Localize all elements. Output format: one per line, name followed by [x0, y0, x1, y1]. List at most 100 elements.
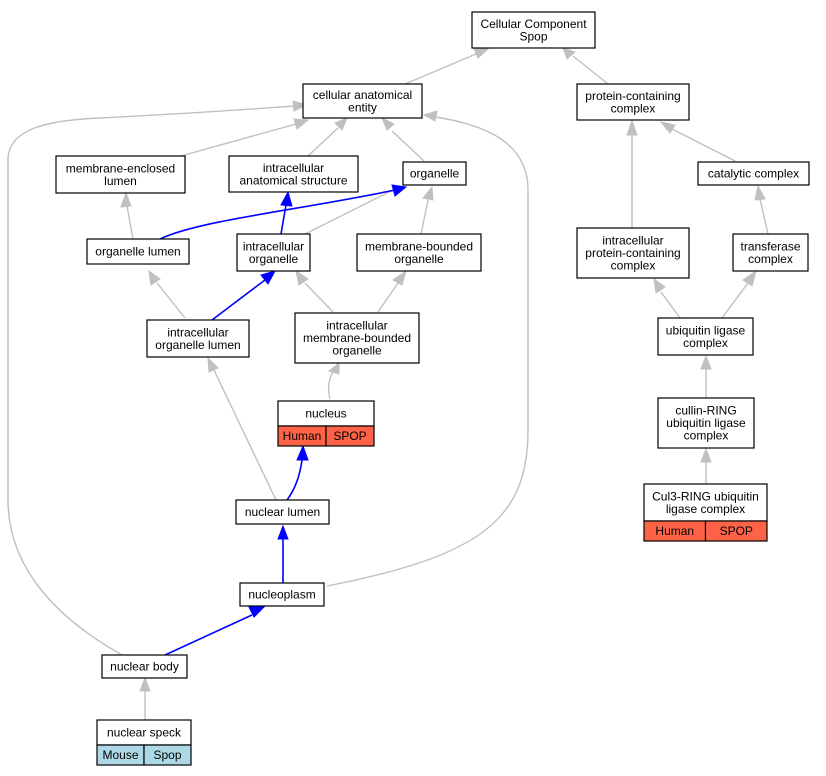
node-box	[356, 233, 482, 272]
edge-pcc-root	[572, 55, 609, 85]
arrow-cae-in-3	[381, 116, 395, 131]
edge-mel-cae	[180, 123, 297, 157]
edge-ubq-ipcc	[660, 291, 681, 319]
node-box	[235, 499, 330, 525]
node-label-line: complex	[611, 101, 656, 115]
edge-ubq-trans	[721, 282, 749, 319]
edge-iol-iorg	[211, 279, 266, 321]
node-label-line: complex	[748, 252, 793, 266]
edge-ias-cae	[307, 127, 339, 157]
node-label-line: intracellular	[602, 234, 663, 248]
node-box	[576, 227, 690, 279]
node-nucleoplasm[interactable]: nucleoplasm	[239, 582, 325, 607]
node-box	[471, 11, 596, 49]
node-label-line: Cellular Component	[480, 17, 587, 31]
arrow-pcc-in-2	[659, 121, 676, 134]
arrow-cae-in-1	[293, 118, 310, 130]
node-label-line: membrane-enclosed	[66, 161, 175, 175]
node-nuclear-lumen[interactable]: nuclear lumen	[235, 499, 330, 525]
arrow-org-in-blue	[391, 184, 408, 197]
node-box	[402, 161, 467, 186]
node-label-line: nuclear lumen	[245, 505, 320, 519]
edge-nb-cae	[7, 105, 295, 656]
node-label-line: intracellular	[243, 239, 304, 253]
edges	[7, 47, 769, 720]
node-box	[86, 238, 190, 265]
node-label-line: organelle	[332, 344, 382, 358]
organism-badge: Human	[277, 425, 327, 447]
arrow-ipcc-in	[653, 277, 666, 294]
edge-trans-cat	[759, 198, 769, 235]
node-label-line: cellular anatomical	[313, 88, 412, 102]
node-label-line: cullin-RING	[675, 404, 736, 418]
badge-label: Mouse	[102, 748, 138, 762]
arrow-nl-in-blue	[277, 524, 289, 540]
arrow-root-in-1	[473, 47, 491, 59]
node-label-line: organelle	[249, 252, 299, 266]
node-label-line: intracellular	[263, 161, 324, 175]
edge-orgl-org	[159, 189, 396, 240]
badge-box	[143, 744, 192, 766]
node-label-line: intracellular	[326, 319, 387, 333]
organism-badge: Mouse	[96, 744, 145, 766]
edge-nb-np	[164, 614, 253, 656]
node-box	[228, 155, 359, 193]
node-nuclear-body[interactable]: nuclear body	[101, 654, 188, 679]
node-label-line: Spop	[519, 29, 547, 43]
arrow-org-in	[422, 185, 434, 201]
node-label-line: lumen	[104, 174, 137, 188]
node-label-line: complex	[611, 259, 656, 273]
node-box	[697, 161, 810, 186]
node-box	[146, 319, 250, 358]
arrow-root-in-2	[562, 47, 576, 60]
organism-badge: Human	[643, 520, 707, 542]
node-organelle-lumen[interactable]: organelle lumen	[86, 238, 190, 265]
edge-np-cae	[326, 116, 529, 587]
edge-cae-root	[404, 53, 477, 85]
node-label-line: ubiquitin ligase	[666, 416, 746, 430]
arrow-np-in-blue	[248, 606, 266, 618]
node-label-line: organelle lumen	[155, 338, 240, 352]
badge-box	[325, 425, 375, 447]
node-label-line: protein-containing	[585, 89, 680, 103]
node-label-line: organelle	[410, 167, 460, 181]
badge-box	[704, 520, 768, 542]
badge-label: SPOP	[720, 524, 753, 538]
node-catalytic-complex[interactable]: catalytic complex	[697, 161, 810, 186]
node-label-line: transferase	[740, 239, 800, 253]
node-label-line: complex	[683, 336, 728, 350]
node-label-line: ligase complex	[666, 502, 745, 516]
node-box	[101, 654, 188, 679]
node-label-line: entity	[348, 100, 377, 114]
node-label-line: protein-containing	[585, 246, 680, 260]
edge-nuc-imbo	[327, 369, 335, 400]
node-box	[236, 233, 311, 272]
edge-iorg-org	[304, 189, 394, 235]
edge-iol-orgl	[156, 282, 186, 319]
node-organelle[interactable]: organelle	[402, 161, 467, 186]
node-label-line: anatomical structure	[239, 173, 347, 187]
node-label-line: organelle	[394, 252, 444, 266]
gene-badge: Spop	[143, 744, 192, 766]
node-label-line: nuclear body	[110, 660, 179, 674]
badge-label: Human	[283, 429, 322, 443]
arrow-iorg-in	[295, 269, 309, 286]
gene-badge: SPOP	[325, 425, 375, 447]
node-box	[732, 233, 809, 272]
